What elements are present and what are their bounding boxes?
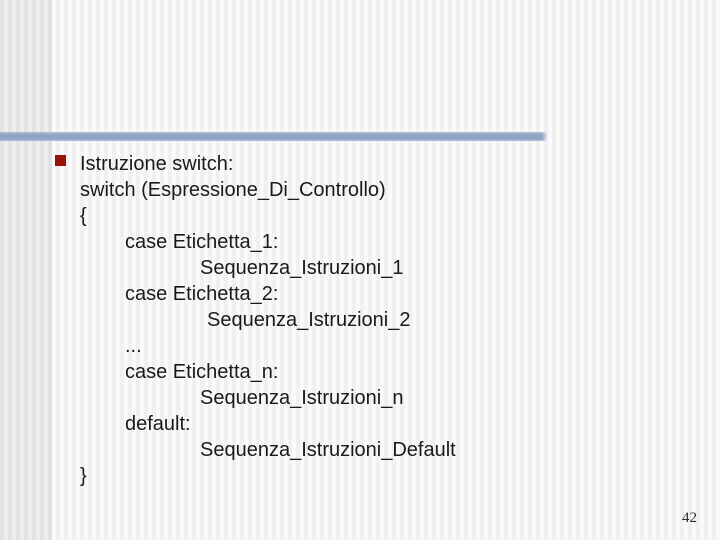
left-stripe-band: [0, 0, 52, 540]
text-line: switch (Espressione_Di_Controllo): [80, 179, 386, 201]
text-line: Sequenza_Istruzioni_1: [200, 257, 404, 279]
accent-line: [0, 132, 547, 141]
text-line: Sequenza_Istruzioni_Default: [200, 439, 456, 461]
text-line: Sequenza_Istruzioni_n: [200, 387, 404, 409]
bulleted-text-line: Istruzione switch:: [80, 153, 234, 175]
text-line: {: [80, 205, 87, 227]
text-line: case Etichetta_n:: [125, 361, 279, 383]
bullet-square-icon: [55, 155, 66, 166]
text-line: default:: [125, 413, 191, 435]
text-line: Sequenza_Istruzioni_2: [207, 309, 411, 331]
text-line: case Etichetta_2:: [125, 283, 279, 305]
text-line: }: [80, 465, 87, 487]
text-line: ...: [125, 335, 142, 357]
text-line: case Etichetta_1:: [125, 231, 279, 253]
slide-body-text: Istruzione switch: switch (Espressione_Di…: [0, 151, 720, 489]
slide-page-number: 42: [682, 510, 697, 526]
